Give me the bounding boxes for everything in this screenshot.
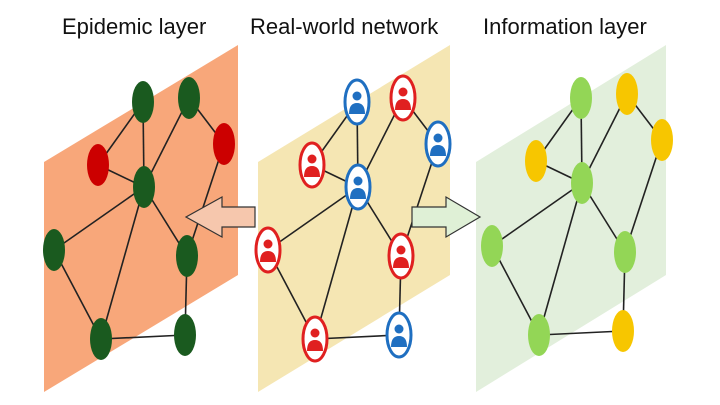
person-icon — [424, 120, 452, 168]
info-edge — [538, 330, 624, 336]
info-edge — [624, 139, 663, 253]
epidemic-node-infected — [87, 144, 109, 186]
information-node-unaware — [570, 77, 592, 119]
information-node-unaware — [528, 314, 550, 356]
epi-edge — [100, 186, 145, 340]
epidemic-node-healthy — [132, 81, 154, 123]
epidemic-node-healthy — [174, 314, 196, 356]
real-edge — [314, 334, 400, 340]
information-node-aware — [616, 73, 638, 115]
realworld-network-nodes — [254, 74, 452, 363]
realworld-network-plane — [258, 45, 450, 392]
real-edge — [267, 186, 359, 251]
info-edge — [491, 245, 540, 336]
arrow-to-epidemic-layer — [184, 195, 256, 239]
person-icon — [254, 226, 282, 274]
person-icon — [385, 311, 413, 359]
information-layer-title: Information layer — [483, 14, 647, 39]
information-node-aware — [651, 119, 673, 161]
information-node-unaware — [481, 225, 503, 267]
epidemic-layer-plane — [44, 45, 238, 392]
person-icon — [301, 315, 329, 363]
person-icon — [298, 141, 326, 189]
epi-edge — [53, 249, 102, 340]
epi-edge — [186, 143, 225, 257]
info-edge — [491, 182, 583, 247]
person-icon — [387, 232, 415, 280]
information-node-aware — [525, 140, 547, 182]
epidemic-node-healthy — [178, 77, 200, 119]
information-node-unaware — [614, 231, 636, 273]
person-icon — [344, 163, 372, 211]
epidemic-layer-nodes — [43, 77, 235, 360]
epidemic-node-healthy — [90, 318, 112, 360]
epidemic-node-healthy — [43, 229, 65, 271]
information-node-aware — [612, 310, 634, 352]
information-layer-nodes — [481, 73, 673, 356]
epidemic-layer-title: Epidemic layer — [62, 14, 207, 39]
realworld-network-title: Real-world network — [250, 14, 439, 39]
epi-edge — [100, 334, 186, 340]
real-edge — [314, 186, 359, 340]
epidemic-node-infected — [213, 123, 235, 165]
person-icon — [343, 78, 371, 126]
info-edge — [538, 182, 583, 336]
arrow-to-information-layer — [411, 195, 482, 239]
information-node-unaware — [571, 162, 593, 204]
epi-edge — [53, 186, 145, 251]
epidemic-node-healthy — [176, 235, 198, 277]
epidemic-node-healthy — [133, 166, 155, 208]
person-icon — [389, 74, 417, 122]
